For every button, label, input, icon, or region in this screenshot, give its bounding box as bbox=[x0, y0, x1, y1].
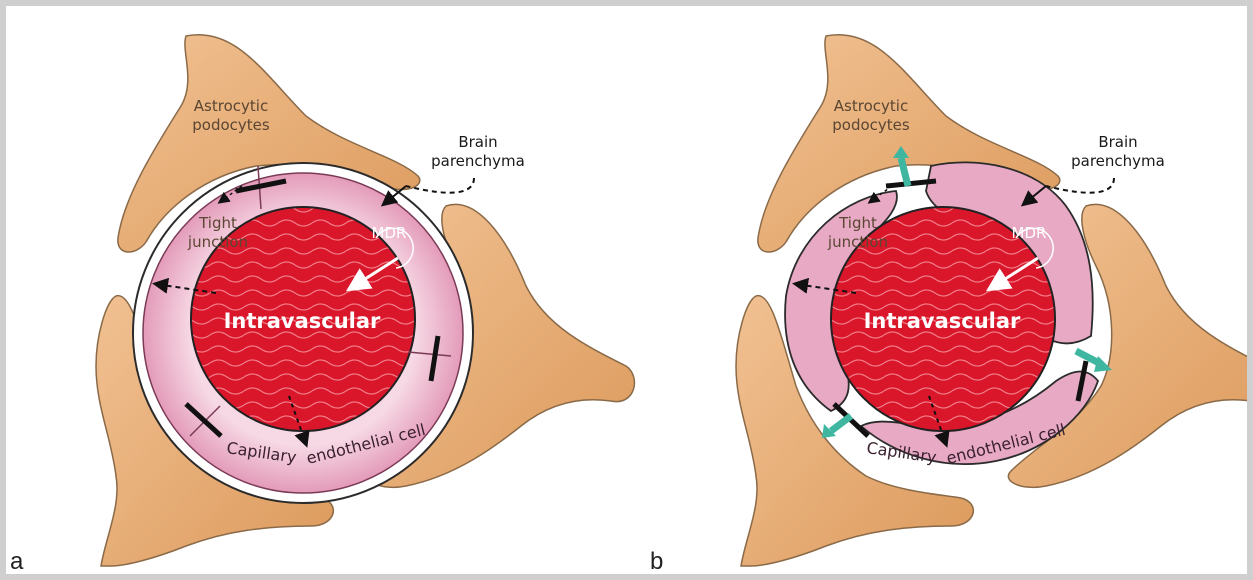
leak-arrow bbox=[831, 416, 851, 431]
lumen-label: Intravascular bbox=[864, 309, 1021, 333]
parenchyma-label: parenchyma bbox=[1071, 152, 1165, 170]
panel-letter-b: b bbox=[650, 548, 663, 574]
panel-b: Astrocytic podocytes Brain parenchyma Ti… bbox=[650, 35, 1247, 574]
parenchyma-label: parenchyma bbox=[431, 152, 525, 170]
junction-label: junction bbox=[187, 233, 248, 251]
astrocytic-label: Astrocytic bbox=[834, 97, 908, 115]
astrocytic-label: Astrocytic bbox=[194, 97, 268, 115]
brain-label: Brain bbox=[458, 133, 497, 151]
bbb-figure: Astrocytic podocytes Brain parenchyma Ti… bbox=[6, 6, 1247, 574]
tight-label: Tight bbox=[838, 214, 877, 232]
junction-label: junction bbox=[827, 233, 888, 251]
mdr-label: MDR bbox=[372, 224, 407, 242]
brain-label: Brain bbox=[1098, 133, 1137, 151]
mdr-label: MDR bbox=[1012, 224, 1047, 242]
podocytes-label: podocytes bbox=[832, 116, 910, 134]
panel-a: Astrocytic podocytes Brain parenchyma Ti… bbox=[10, 35, 634, 574]
podocytes-label: podocytes bbox=[192, 116, 270, 134]
tight-label: Tight bbox=[198, 214, 237, 232]
panel-letter-a: a bbox=[10, 548, 24, 574]
lumen-label: Intravascular bbox=[224, 309, 381, 333]
